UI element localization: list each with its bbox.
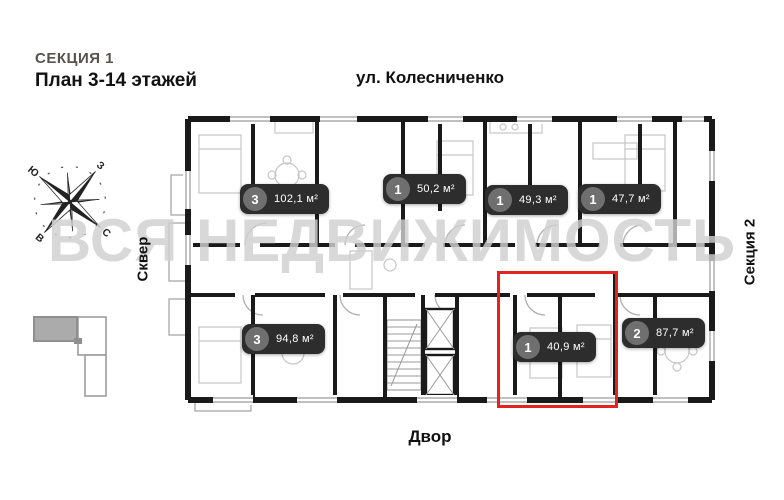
room-count-badge: 3 [245, 327, 269, 351]
room-count-badge: 1 [516, 335, 540, 359]
room-count-badge: 1 [488, 188, 512, 212]
compass-west-label: З [94, 160, 106, 173]
room-count-badge: 1 [581, 187, 605, 211]
apartment-badge[interactable]: 2 87,7 м² [622, 318, 705, 348]
apartment-area: 102,1 м² [274, 193, 319, 205]
compass-rose-icon: З В Ю С [25, 160, 112, 246]
left-side-label: Сквер [134, 236, 152, 282]
section-title: СЕКЦИЯ 1 [35, 50, 115, 67]
apartment-area: 94,8 м² [276, 333, 314, 345]
apartment-badge-highlighted[interactable]: 1 40,9 м² [513, 332, 596, 362]
building-keyplan [33, 316, 107, 397]
highlighted-apartment-box [497, 271, 618, 408]
street-label: ул. Колесниченко [355, 68, 505, 87]
apartment-badge[interactable]: 1 50,2 м² [383, 174, 466, 204]
room-count-badge: 2 [625, 321, 649, 345]
apartment-badge[interactable]: 1 49,3 м² [485, 185, 568, 215]
watermark-text: ВСЯ НЕДВИЖИМОСТЬ [47, 207, 737, 274]
plan-title: План 3-14 этажей [35, 70, 197, 91]
apartment-area: 40,9 м² [547, 341, 585, 353]
right-side-label: Секция 2 [741, 218, 759, 286]
compass-south-label: Ю [25, 164, 40, 179]
room-count-badge: 3 [243, 187, 267, 211]
apartment-area: 47,7 м² [612, 193, 650, 205]
bottom-side-label: Двор [408, 427, 452, 446]
apartment-badge[interactable]: 3 94,8 м² [242, 324, 325, 354]
apartment-area: 50,2 м² [417, 183, 455, 195]
compass-east-label: В [33, 232, 46, 246]
apartment-area: 49,3 м² [519, 194, 557, 206]
apartment-badge[interactable]: 3 102,1 м² [240, 184, 330, 214]
apartment-badge[interactable]: 1 47,7 м² [578, 184, 661, 214]
apartment-area: 87,7 м² [656, 327, 694, 339]
room-count-badge: 1 [386, 177, 410, 201]
